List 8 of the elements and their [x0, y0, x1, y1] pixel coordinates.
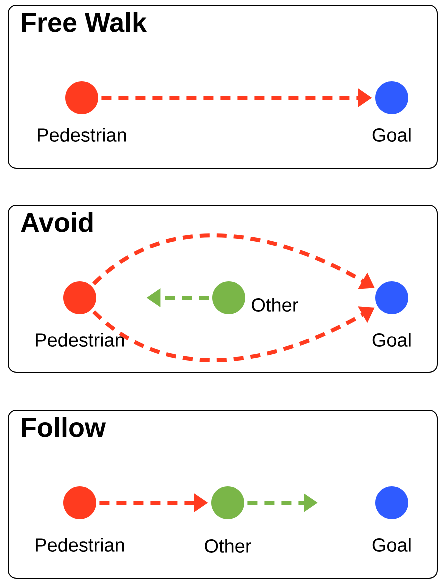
node-label: Goal — [372, 538, 411, 552]
node-label: Pedestrian — [38, 128, 126, 142]
node-label: Pedestrian — [36, 538, 124, 552]
node-label: Other — [252, 298, 298, 312]
node-label: Goal — [372, 128, 411, 142]
node-label: Other — [205, 539, 252, 553]
node-label: Pedestrian — [36, 333, 124, 347]
node-label: Goal — [372, 333, 411, 347]
